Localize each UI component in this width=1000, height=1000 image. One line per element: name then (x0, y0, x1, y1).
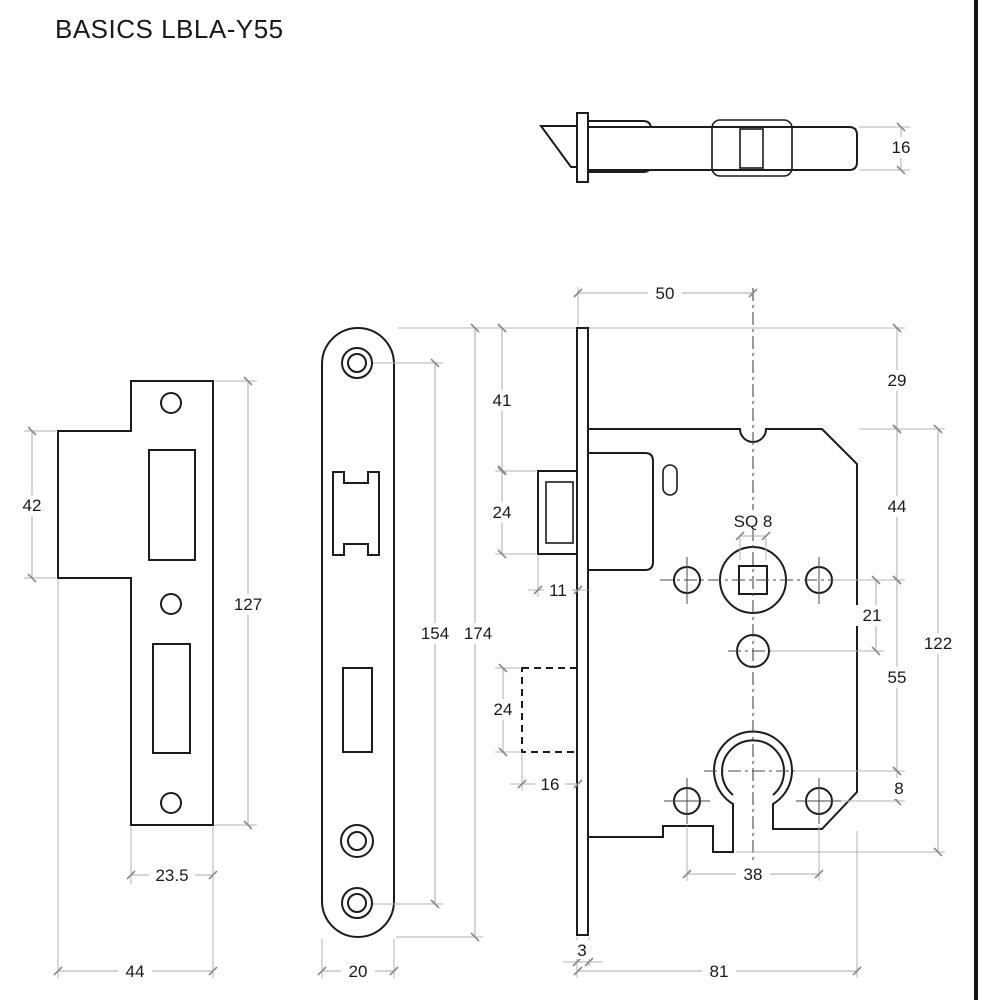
faceplate-edge (576, 327, 589, 936)
faceplate-plan (576, 112, 589, 183)
dim-label-top-offset: 29 (880, 370, 914, 391)
dim-label-deadbolt-height: 24 (486, 699, 520, 720)
dim-text-44: 44 (888, 497, 907, 516)
screw-hole (160, 392, 182, 414)
dim-text-23.5: 23.5 (155, 866, 188, 885)
drawing-title: BASICS LBLA-Y55 (55, 14, 284, 44)
dim-text-8: 8 (894, 779, 903, 798)
countersunk-screw-hole (340, 824, 374, 858)
dim-label-case-depth: 81 (702, 960, 736, 981)
dim-text-21: 21 (863, 606, 882, 625)
dim-text-38: 38 (744, 865, 763, 884)
screw-hole-inner (347, 831, 367, 851)
dim-label-face-height: 174 (456, 623, 499, 644)
dim-text-122: 122 (924, 634, 952, 653)
dim-label-deadbolt-projection: 16 (535, 774, 565, 795)
dim-label-spindle-to-hole: 21 (855, 605, 889, 626)
lock-case-outline (587, 428, 858, 853)
dim-text-24: 24 (493, 503, 512, 522)
screw-hole-inner (347, 353, 367, 373)
latch-plan-view: 16 (539, 112, 916, 183)
dim-text-154: 154 (421, 624, 449, 643)
dim-text-42: 42 (23, 496, 42, 515)
dim-text-41: 41 (493, 391, 512, 410)
dim-label-strike-lip: 42 (15, 495, 49, 516)
dim-label-cylinder-to-hole: 8 (889, 778, 909, 799)
latch-cutout-with-bolt (332, 471, 380, 556)
dim-text-16b: 16 (541, 775, 560, 794)
dim-label-latch-height: 24 (485, 502, 519, 523)
euro-cylinder-inner-profile (721, 739, 785, 796)
countersunk-screw-hole (341, 347, 373, 379)
latch-bolt-projection (537, 470, 579, 555)
label-mask (886, 137, 916, 158)
dim-label-strike-total-width: 44 (118, 960, 152, 981)
dim-label-plan-height: 16 (886, 137, 916, 158)
dim-text-44: 44 (126, 962, 145, 981)
dim-text-55: 55 (888, 668, 907, 687)
dim-label-face-width: 20 (341, 960, 375, 981)
dim-label-latch-offset: 41 (485, 390, 519, 411)
dim-label-spindle-square: SQ 8 (727, 510, 779, 531)
dim-label-strike-width: 23.5 (149, 864, 195, 885)
slot-hole (662, 464, 678, 496)
dim-text-81: 81 (710, 962, 729, 981)
latch-bolt-bevel (539, 125, 578, 168)
dim-text-16: 16 (892, 138, 911, 157)
latch-body-inside-case (587, 452, 654, 571)
dim-text-127: 127 (234, 595, 262, 614)
countersunk-screw-hole (341, 887, 373, 919)
dim-text-20: 20 (349, 962, 368, 981)
dim-text-3: 3 (577, 941, 586, 960)
follower-square-plan (739, 128, 764, 169)
dim-label-spindle-to-cylinder: 55 (880, 667, 914, 688)
dim-text-sq8: SQ 8 (734, 512, 773, 531)
dim-label-bottom-hole-span: 38 (736, 864, 770, 885)
strike-plate-view: 42 127 23.5 44 (15, 376, 270, 981)
dim-text-50: 50 (656, 284, 675, 303)
faceplate-outline (321, 327, 395, 938)
deadbolt-cutout (342, 667, 373, 753)
latch-cutout (148, 449, 196, 561)
dim-label-strike-height: 127 (226, 594, 270, 615)
screw-hole (160, 593, 182, 615)
screw-hole (160, 792, 182, 814)
lock-body-view: 50 29 41 24 SQ 8 44 11 21 (485, 283, 960, 981)
dim-text-29: 29 (888, 371, 907, 390)
strike-plate-outline (57, 380, 214, 826)
latch-bolt-inner-line (545, 481, 574, 544)
dim-label-screw-span: 154 (413, 623, 456, 644)
dim-label-faceplate-thickness: 3 (573, 940, 591, 960)
lock-case-plan (587, 126, 858, 171)
deadbolt-thrown-dashed (521, 667, 579, 753)
screw-hole-inner (347, 893, 367, 913)
dim-label-latch-projection: 11 (544, 580, 572, 601)
deadbolt-cutout (152, 643, 191, 754)
dim-label-case-to-spindle: 44 (880, 496, 914, 517)
follower-hub-plan (711, 119, 793, 177)
dim-text-11: 11 (549, 581, 567, 600)
dim-label-backset: 50 (648, 283, 682, 304)
page-edge-line (974, 0, 978, 1000)
dim-label-case-height: 122 (916, 633, 960, 654)
faceplate-front-view: 154 174 20 (317, 323, 905, 981)
dim-text-174: 174 (464, 624, 492, 643)
dim-text-24b: 24 (494, 700, 513, 719)
